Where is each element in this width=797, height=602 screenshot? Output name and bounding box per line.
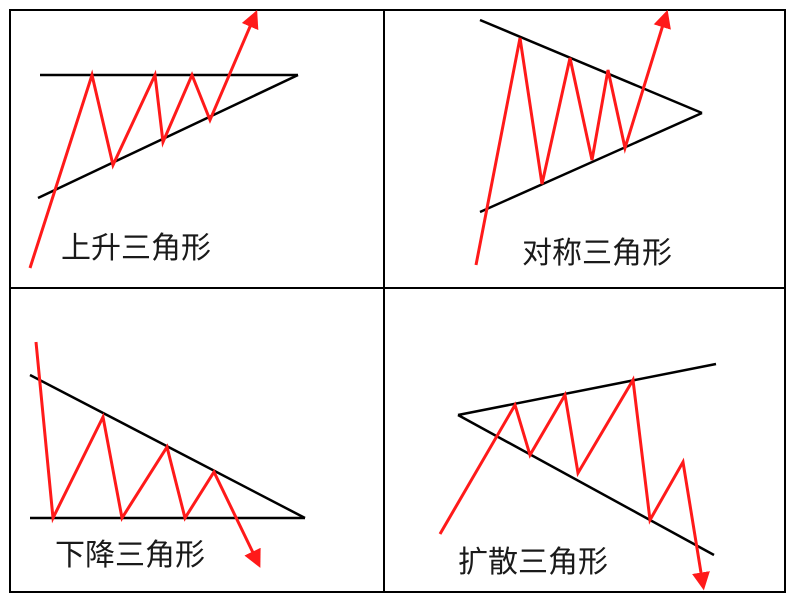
panel-descending-triangle: 下降三角形 (29, 341, 306, 573)
lower-trend-line (479, 111, 703, 214)
upper-trend-line (479, 18, 703, 115)
panel-grid (9, 9, 786, 593)
panel-ascending-caption: 上升三角形 (61, 231, 211, 266)
panel-descending-caption: 下降三角形 (55, 538, 205, 573)
panel-broadening-caption: 扩散三角形 (458, 545, 608, 580)
price-path (34, 341, 261, 568)
upper-diverging-line (457, 362, 717, 417)
panel-symmetric-caption: 对称三角形 (522, 236, 672, 271)
outer-border (9, 9, 786, 593)
panel-ascending-triangle: 上升三角形 (28, 10, 299, 269)
lower-diverging-line (457, 413, 715, 557)
panel-broadening-triangle: 扩散三角形 (438, 362, 717, 591)
rising-support-line (37, 73, 299, 200)
price-path (474, 9, 671, 266)
price-path (438, 375, 710, 591)
price-path (28, 10, 259, 269)
panel-symmetric-triangle: 对称三角形 (474, 9, 703, 271)
